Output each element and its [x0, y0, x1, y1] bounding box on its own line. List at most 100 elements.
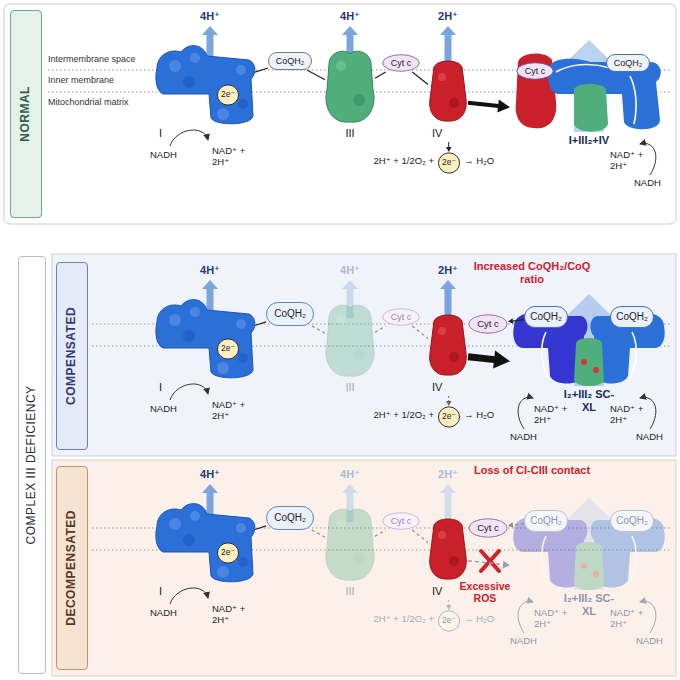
text-label: CoQH₂: [530, 311, 562, 323]
ellipse-shape: [383, 309, 419, 326]
connector: [312, 326, 325, 333]
text-label: 2e⁻: [442, 616, 456, 626]
free-label: 2H⁺ + 1/2O₂ +: [330, 614, 434, 625]
cytc-ellipse: Cyt c: [468, 314, 508, 334]
electron-circle: 2e⁻: [438, 152, 460, 174]
connector: [412, 72, 428, 85]
free-label: 4H⁺: [196, 10, 224, 23]
label-slot: NAD⁺ + 2H⁺: [212, 604, 248, 626]
panel-tab: DECOMPENSATED: [56, 466, 88, 670]
free-label: 4H⁺: [196, 264, 224, 277]
arrow-head: [446, 605, 451, 610]
label-slot: 2H⁺ + 1/2O₂ +: [330, 410, 434, 421]
nadh-arrow: [170, 130, 208, 146]
ellipse-shape: [383, 55, 419, 72]
free-label: NAD⁺ + 2H⁺: [534, 608, 570, 630]
nadh-arrow: [518, 601, 533, 633]
complex-iv: [430, 61, 467, 121]
circle-shape: [217, 543, 238, 563]
supercomplex: I₂+III₂ SC-XLCoQH₂CoQH₂: [510, 490, 668, 658]
label-slot: 4H⁺: [196, 468, 224, 481]
proton-arrow: [440, 484, 456, 524]
text-label: Cyt c: [477, 319, 499, 330]
free-label: NADH: [636, 432, 668, 443]
nadh-arrow: [518, 397, 533, 429]
connector-line: [412, 72, 428, 85]
label-slot: Excessive ROS: [456, 580, 514, 604]
complex: III: [325, 298, 375, 396]
panel-compensated: [92, 280, 672, 429]
connector: [307, 70, 325, 80]
connector: [468, 561, 510, 569]
complex-i: [156, 46, 255, 124]
coq-pill: CoQH₂: [610, 510, 654, 532]
free-label: NADH: [510, 432, 542, 443]
block-cross: [481, 551, 499, 571]
text-label: CoQH₂: [274, 512, 306, 524]
text-label: I: [155, 585, 255, 600]
text-label: Cyt c: [391, 516, 412, 526]
free-label: NAD⁺ + 2H⁺: [212, 604, 248, 626]
panel-tab: COMPENSATED: [56, 262, 88, 450]
proton-arrow: [440, 26, 456, 66]
connector: [375, 72, 386, 78]
cytc-ellipse: Cyt c: [516, 62, 554, 80]
text-label: I: [155, 381, 255, 396]
label-slot: 2H⁺ + 1/2O₂ +: [330, 156, 434, 167]
free-label: 2H⁺ + 1/2O₂ +: [330, 156, 434, 167]
connector: [255, 322, 266, 326]
connector: [468, 351, 510, 369]
connector: [508, 318, 524, 323]
free-label: NAD⁺ + 2H⁺: [610, 404, 646, 426]
block-cross: [481, 551, 499, 571]
proton-arrow: [440, 280, 456, 320]
free-label: Loss of CI-CIII contact: [470, 464, 594, 477]
connector: [312, 530, 325, 537]
complex-iii: [326, 509, 374, 580]
circle-shape: [438, 153, 459, 173]
label-slot: NAD⁺ + 2H⁺: [610, 150, 646, 172]
supercomplex-figure: [516, 40, 661, 132]
label-slot: NADH: [510, 432, 542, 443]
panel-tab: COMPLEX III DEFICIENCY: [18, 256, 46, 674]
connector-line: [468, 561, 504, 565]
connector-line: [255, 526, 266, 530]
cytc-ellipse: Cyt c: [468, 518, 508, 538]
label-slot: 4H⁺: [196, 264, 224, 277]
arrow-head: [497, 99, 510, 112]
connector-line: [255, 322, 266, 326]
arrow-head: [508, 522, 513, 527]
complex-iv: [430, 315, 467, 375]
electron-circle: 2e⁻: [217, 338, 239, 360]
connector: [255, 68, 268, 72]
free-label: NADH: [510, 636, 542, 647]
text-label: III: [325, 127, 375, 142]
free-label: NAD⁺ + 2H⁺: [212, 400, 248, 422]
free-label: NADH: [636, 636, 668, 647]
text-label: Cyt c: [391, 58, 412, 68]
text-label: I+III₂+IV: [559, 134, 619, 147]
electron-circle: 2e⁻: [217, 84, 239, 106]
cytc-ellipse: Cyt c: [382, 54, 420, 72]
connector-line: [412, 326, 428, 339]
label-slot: NADH: [634, 178, 668, 189]
connector-line: [375, 72, 386, 78]
arrow-head: [446, 147, 451, 152]
free-label: 2H⁺: [434, 468, 462, 481]
complex: I2e⁻: [155, 492, 255, 600]
label-slot: NAD⁺ + 2H⁺: [610, 404, 646, 426]
text-label: CoQH₂: [276, 56, 305, 66]
text-label: Cyt c: [391, 312, 412, 322]
label-slot: NAD⁺ + 2H⁺: [212, 146, 248, 168]
panel-ground: [52, 254, 676, 456]
supercomplex-figure: [513, 294, 664, 386]
ellipse-shape: [383, 513, 419, 530]
complex-i: [156, 504, 255, 582]
label-slot: NADH: [636, 636, 668, 647]
free-label: NADH: [634, 178, 668, 189]
label-slot: → H₂O: [464, 410, 504, 421]
free-label: → H₂O: [464, 410, 504, 421]
free-label: Mitochondrial matrix: [48, 97, 152, 107]
label-slot: NADH: [510, 636, 542, 647]
text-label: 2e⁻: [442, 412, 456, 422]
